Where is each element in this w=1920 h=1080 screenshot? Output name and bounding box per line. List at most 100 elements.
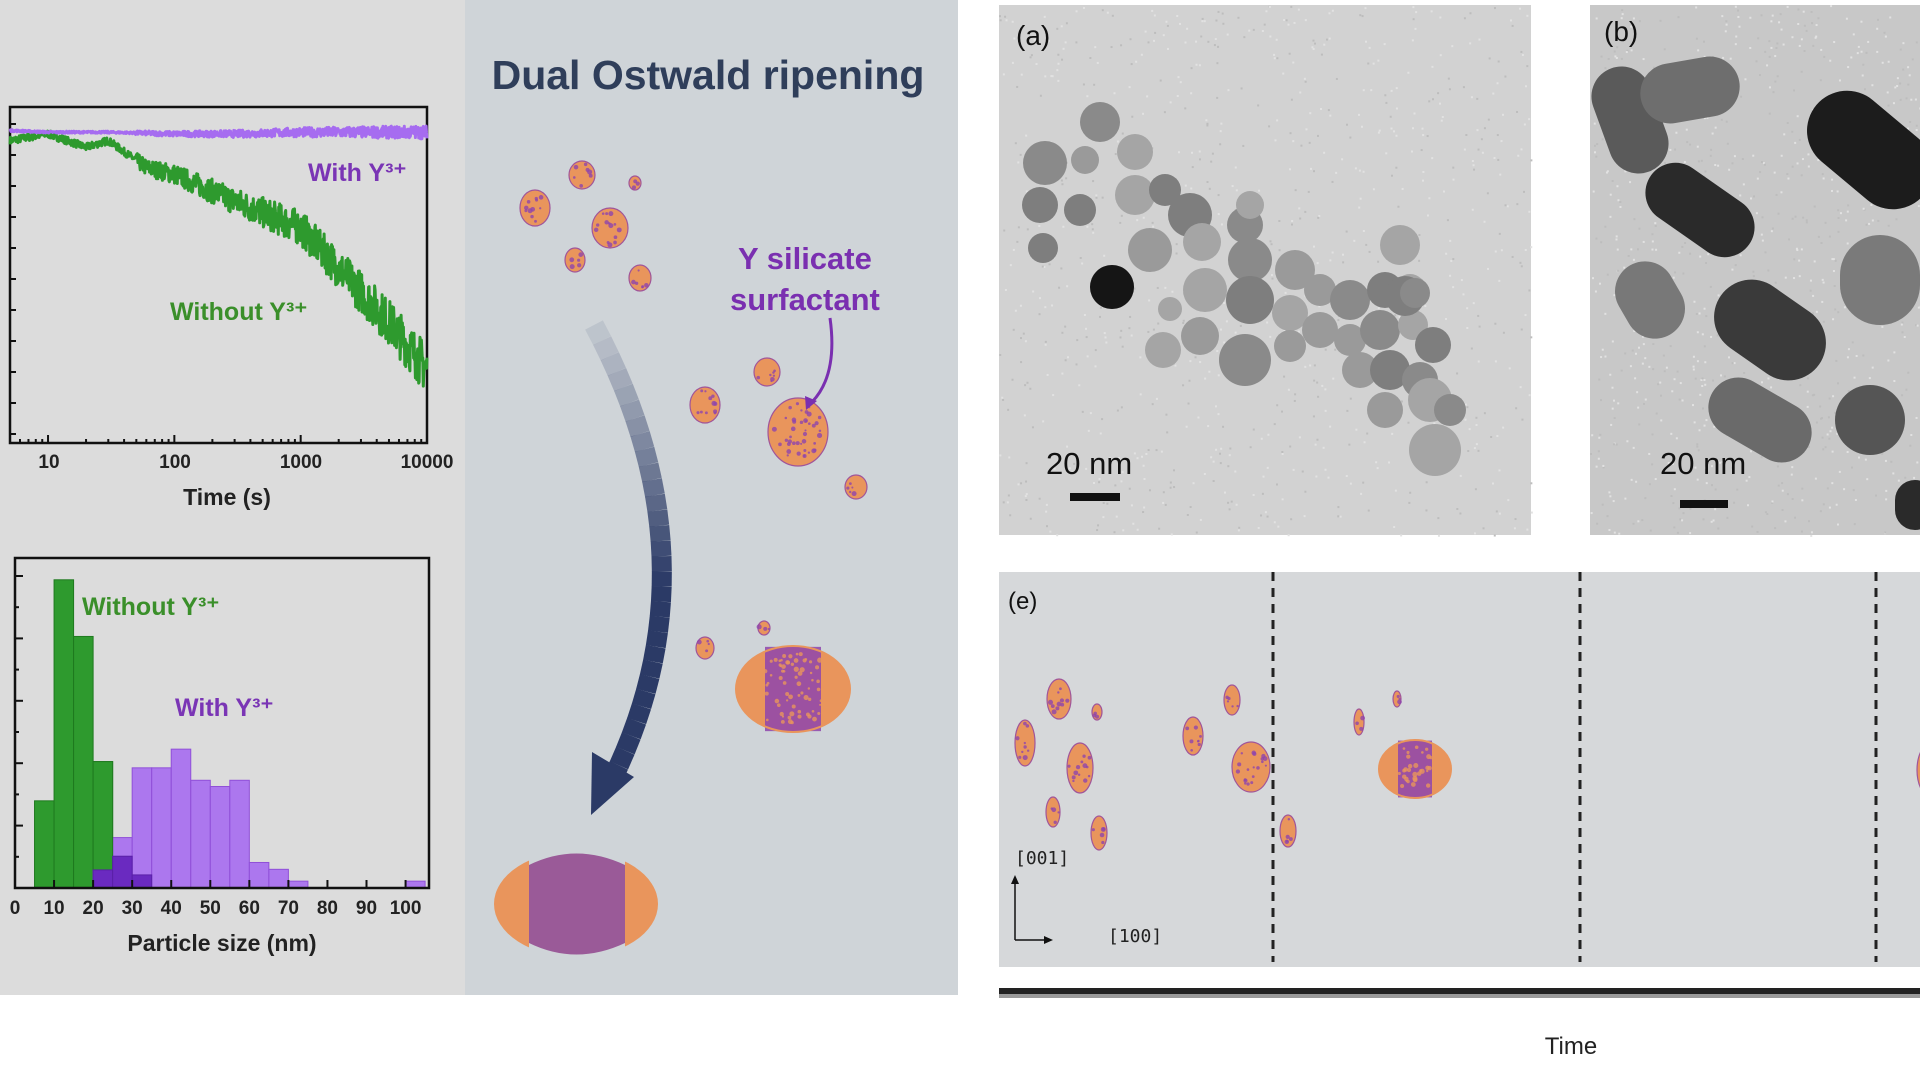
tem-noise: [1885, 489, 1888, 492]
tem-noise: [1189, 360, 1192, 363]
tem-noise: [1788, 238, 1791, 241]
tem-noise: [1867, 40, 1870, 43]
tem-noise: [1809, 289, 1812, 292]
tem-noise: [1802, 216, 1805, 219]
tem-noise: [1631, 349, 1634, 352]
tem-noise: [1612, 500, 1615, 503]
tem-noise: [1131, 115, 1134, 118]
speckle: [788, 654, 793, 659]
ripening-arrow-segment: [630, 431, 655, 453]
tem-noise: [999, 353, 1002, 356]
tem-noise: [1268, 125, 1271, 128]
tem-noise: [1046, 373, 1049, 376]
speckle: [784, 438, 789, 442]
speckle: [787, 439, 793, 444]
tem-noise: [1065, 22, 1068, 25]
tem-noise: [1466, 406, 1469, 409]
tem-noise: [1613, 531, 1616, 534]
ripening-arrow-segment: [647, 509, 670, 528]
tem-noise: [1893, 380, 1896, 383]
tem-noise: [1237, 529, 1240, 532]
tem-noise: [1606, 273, 1609, 276]
tem-noise: [1832, 270, 1835, 273]
tem-noise: [1464, 418, 1467, 421]
speckle: [786, 454, 789, 457]
tem-noise: [1133, 452, 1136, 455]
tem-noise: [1278, 220, 1281, 223]
tem-noise: [1530, 159, 1533, 162]
tem-noise: [1024, 384, 1027, 387]
tem-noise: [1061, 372, 1064, 375]
bar-without-y: [34, 800, 55, 889]
tem-noise: [1696, 360, 1699, 363]
tem-noise: [1782, 43, 1785, 46]
tem-noise: [1616, 248, 1619, 251]
tem-noise: [1597, 450, 1600, 453]
speckle: [803, 418, 808, 423]
tem-noise: [1654, 222, 1657, 225]
tem-noise: [1508, 367, 1511, 370]
tem-noise: [1834, 259, 1837, 262]
tem-noise: [1292, 61, 1295, 64]
tem-noise: [1910, 98, 1913, 101]
tem-noise: [1192, 482, 1195, 485]
tem-noise: [1292, 468, 1295, 471]
tem-noise: [1801, 158, 1804, 161]
tem-noise: [1431, 65, 1434, 68]
tem-noise: [1113, 531, 1116, 534]
tem-noise: [1033, 38, 1036, 41]
tem-noise: [1318, 215, 1321, 218]
speckle: [708, 396, 713, 401]
tem-noise: [1211, 152, 1214, 155]
tem-noise: [1186, 27, 1189, 30]
tem-noise: [1283, 19, 1286, 22]
tem-noise: [1798, 44, 1801, 47]
tem-noise: [1815, 35, 1818, 38]
tem-noise: [1120, 406, 1123, 409]
tem-noise: [1734, 264, 1737, 267]
tem-noise: [1799, 384, 1802, 387]
tem-noise: [1242, 144, 1245, 147]
tem-noise: [1786, 122, 1789, 125]
tem-noise: [1632, 258, 1635, 261]
bar-with-y: [151, 767, 172, 889]
tem-noise: [1674, 148, 1677, 151]
tem-noise: [1093, 482, 1096, 485]
tem-noise: [1151, 9, 1154, 12]
tem-noise: [1709, 154, 1712, 157]
tem-noise: [1299, 91, 1302, 94]
tem-noise: [1327, 109, 1330, 112]
tem-noise: [1689, 252, 1692, 255]
tem-noise: [1169, 481, 1172, 484]
tem-noise: [1600, 356, 1603, 359]
tem-noise: [1868, 377, 1871, 380]
tem-noise: [1189, 506, 1192, 509]
tem-noise: [1893, 351, 1896, 354]
tem-noise: [1266, 515, 1269, 518]
tem-noise: [1698, 312, 1701, 315]
tem-noise: [1682, 272, 1685, 275]
tem-noise: [1709, 285, 1712, 288]
tem-noise: [1081, 410, 1084, 413]
ripening-arrow-segment: [631, 688, 656, 710]
speckle: [766, 681, 770, 685]
tem-noise: [1133, 287, 1136, 290]
tem-noise: [1644, 357, 1647, 360]
tem-noise: [1004, 15, 1007, 18]
tem-noise: [1313, 364, 1316, 367]
speckle: [1197, 742, 1201, 747]
tem-noise: [1136, 457, 1139, 460]
tem-noise: [1734, 5, 1737, 8]
scale-bar-label-b: 20 nm: [1660, 446, 1747, 481]
speckle: [851, 486, 854, 489]
tem-noise: [1064, 41, 1067, 44]
tem-noise: [1764, 251, 1767, 254]
tem-noise: [1184, 184, 1187, 187]
tem-noise: [1794, 215, 1797, 218]
tem-noise: [1029, 387, 1032, 390]
speckle: [790, 662, 795, 666]
tem-noise: [1444, 317, 1447, 320]
tem-noise: [1611, 386, 1614, 389]
tem-noise: [1615, 235, 1618, 238]
tem-noise: [1452, 286, 1455, 289]
